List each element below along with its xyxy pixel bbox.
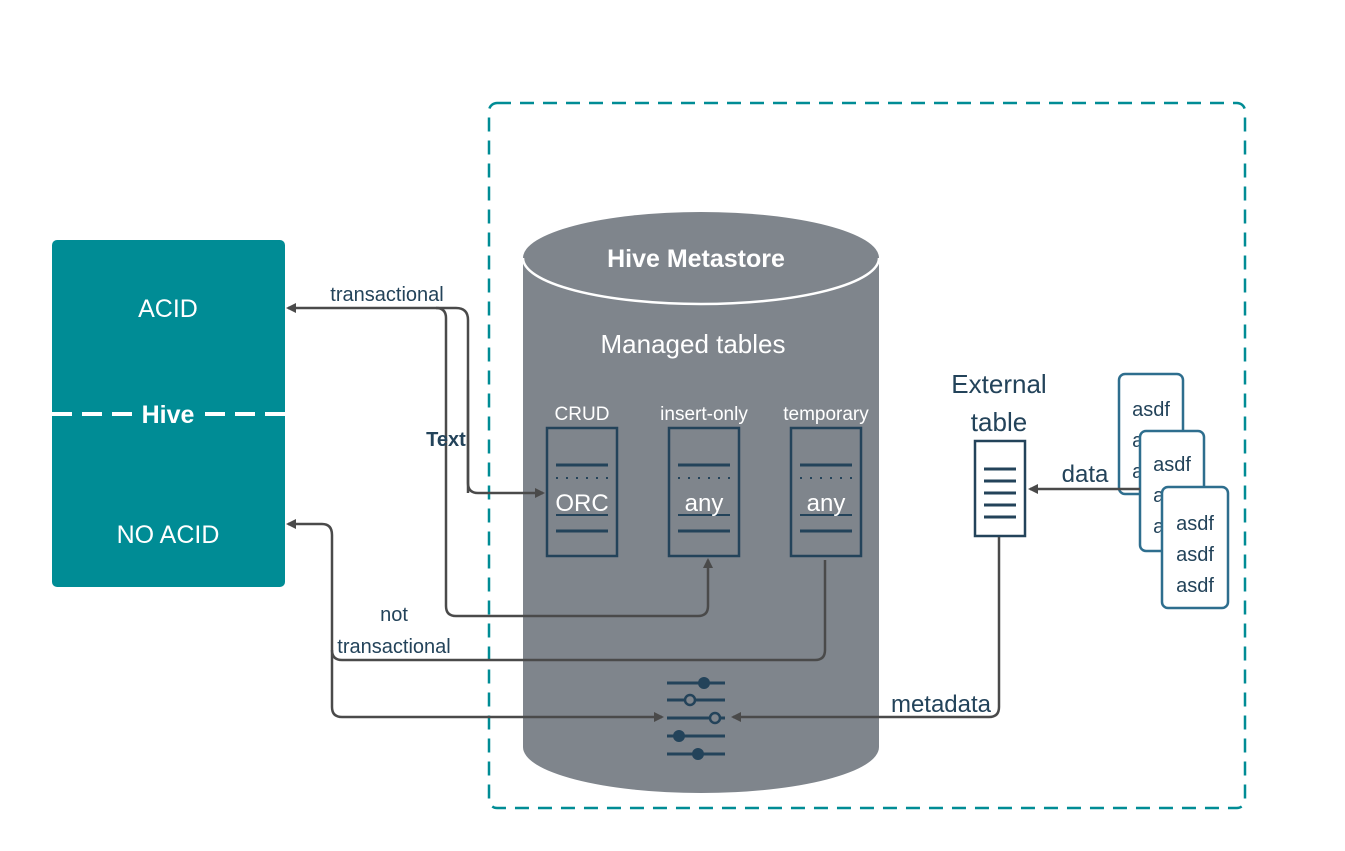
- transactional-label: transactional: [330, 284, 443, 306]
- external-title-line1: External: [951, 369, 1046, 399]
- arrow-text-to-crud: [466, 380, 545, 498]
- svg-text:asdf: asdf: [1176, 575, 1214, 597]
- arrow-transactional-to-insert-only: [435, 306, 713, 618]
- svg-text:asdf: asdf: [1176, 544, 1214, 566]
- hive-box: ACID Hive NO ACID: [52, 240, 285, 587]
- text-label: Text: [426, 429, 466, 451]
- table-insert-only-format: any: [685, 490, 724, 517]
- external-table: External table: [951, 369, 1047, 538]
- arrow-transactional-to-acid: [286, 303, 470, 493]
- arrow-metadata-to-sliders: [731, 537, 1001, 722]
- not-transactional-label-line2: transactional: [337, 636, 450, 658]
- metastore-boundary: [487, 101, 1247, 810]
- managed-tables-label: Managed tables: [600, 329, 785, 359]
- table-temporary-label: temporary: [783, 404, 869, 425]
- svg-text:asdf: asdf: [1153, 454, 1191, 476]
- data-file-front: asdf asdf asdf: [1160, 485, 1230, 610]
- table-insert-only: insert-only any: [660, 404, 748, 558]
- data-files: asdf asdf asdf asdf asdf asdf asdf asdf …: [1117, 372, 1230, 610]
- sliders-icon: [667, 677, 725, 760]
- table-temporary: temporary any: [783, 404, 869, 558]
- table-temporary-format: any: [807, 490, 846, 517]
- metastore-title: Hive Metastore: [607, 245, 785, 273]
- svg-text:asdf: asdf: [1132, 399, 1170, 421]
- svg-text:asdf: asdf: [1176, 513, 1214, 535]
- arrows: [286, 303, 1140, 722]
- not-transactional-label-line1: not: [380, 604, 408, 626]
- table-crud-label: CRUD: [555, 404, 610, 425]
- table-crud: CRUD ORC: [545, 404, 619, 558]
- cylinder-top: [523, 212, 879, 304]
- data-label: data: [1062, 461, 1109, 488]
- table-crud-format: ORC: [555, 490, 608, 517]
- table-insert-only-label: insert-only: [660, 404, 748, 425]
- external-title-line2: table: [971, 407, 1027, 437]
- arrow-no-acid-to-sliders: [330, 650, 664, 722]
- arrow-not-transactional-to-no-acid: [286, 519, 827, 662]
- hive-label: Hive: [142, 401, 195, 429]
- external-document-icon: [973, 439, 1027, 538]
- metadata-label: metadata: [891, 691, 992, 718]
- no-acid-label: NO ACID: [117, 521, 220, 549]
- acid-label: ACID: [138, 295, 198, 323]
